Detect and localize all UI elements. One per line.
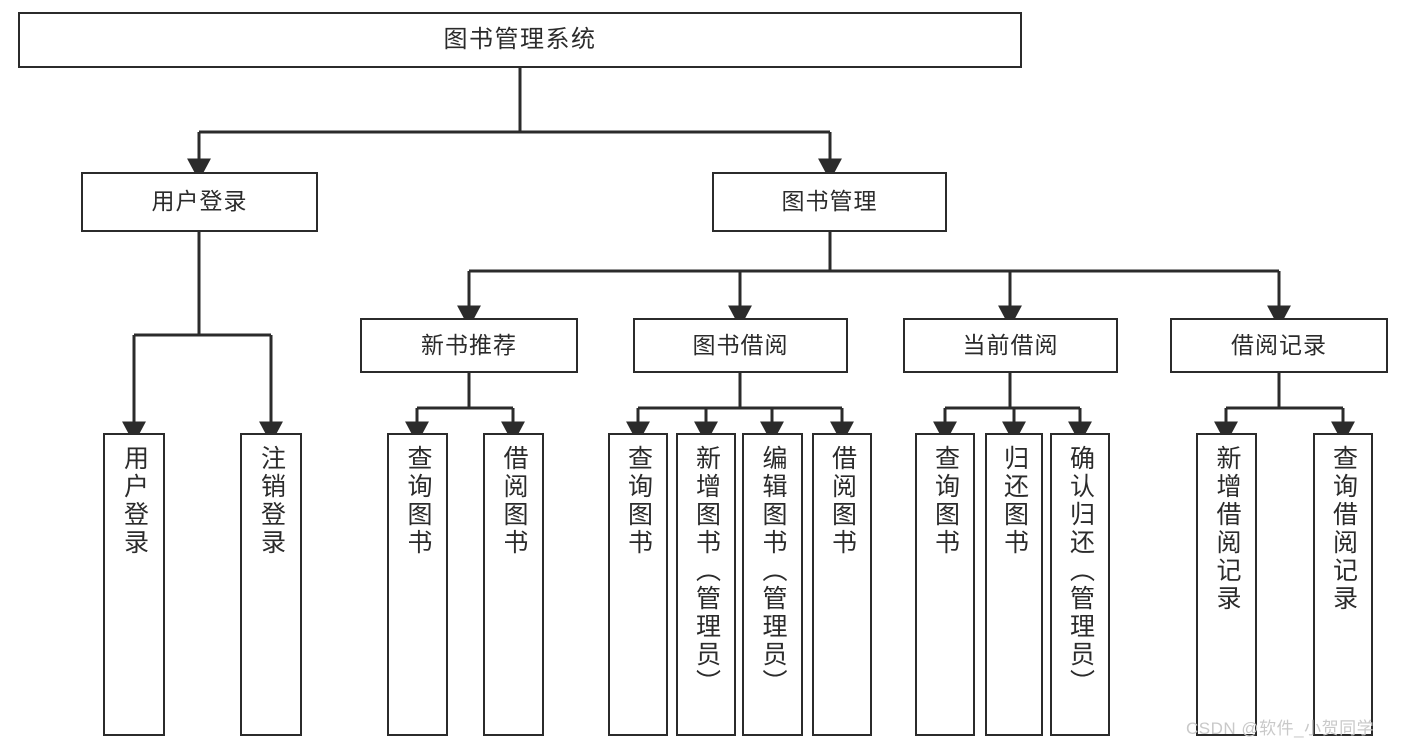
node-label: 新增图书（管理员） <box>692 445 721 697</box>
leaf-borrow-books[interactable]: 借阅图书 <box>812 433 872 736</box>
node-label: 新增借阅记录 <box>1213 445 1241 613</box>
leaf-logout[interactable]: 注销登录 <box>240 433 302 736</box>
leaf-query-borrow-record[interactable]: 查询借阅记录 <box>1313 433 1373 736</box>
node-label: 图书管理 <box>781 188 878 215</box>
node-new-book-recommendation[interactable]: 新书推荐 <box>360 318 578 373</box>
leaf-add-book-admin[interactable]: 新增图书（管理员） <box>676 433 736 736</box>
node-label: 确认归还（管理员） <box>1066 445 1095 697</box>
node-label: 借阅记录 <box>1231 331 1327 358</box>
node-label: 查询图书 <box>931 445 960 557</box>
leaf-user-login[interactable]: 用户登录 <box>103 433 165 736</box>
node-book-borrowing[interactable]: 图书借阅 <box>633 318 848 373</box>
node-label: 借阅图书 <box>828 445 857 557</box>
node-label: 新书推荐 <box>421 331 517 358</box>
leaf-query-books-recommend[interactable]: 查询图书 <box>387 433 448 736</box>
leaf-query-books-borrow[interactable]: 查询图书 <box>608 433 668 736</box>
node-label: 查询图书 <box>624 445 653 557</box>
node-root-library-management-system[interactable]: 图书管理系统 <box>18 12 1022 68</box>
leaf-query-books-current[interactable]: 查询图书 <box>915 433 975 736</box>
node-label: 查询借阅记录 <box>1329 445 1358 613</box>
leaf-add-borrow-record[interactable]: 新增借阅记录 <box>1196 433 1257 736</box>
node-label: 当前借阅 <box>962 331 1059 358</box>
node-label: 用户登录 <box>120 445 149 557</box>
leaf-borrow-books-recommend[interactable]: 借阅图书 <box>483 433 544 736</box>
node-book-management[interactable]: 图书管理 <box>712 172 947 232</box>
node-label: 编辑图书（管理员） <box>759 445 787 697</box>
node-label: 注销登录 <box>257 445 286 557</box>
node-label: 用户登录 <box>151 188 248 215</box>
leaf-confirm-return-admin[interactable]: 确认归还（管理员） <box>1050 433 1110 736</box>
node-current-borrowing[interactable]: 当前借阅 <box>903 318 1118 373</box>
node-borrowing-record[interactable]: 借阅记录 <box>1170 318 1388 373</box>
node-label: 归还图书 <box>1000 445 1029 557</box>
leaf-edit-book-admin[interactable]: 编辑图书（管理员） <box>742 433 803 736</box>
node-label: 图书借阅 <box>692 331 789 358</box>
node-label: 图书管理系统 <box>443 25 597 53</box>
leaf-return-books[interactable]: 归还图书 <box>985 433 1043 736</box>
node-label: 查询图书 <box>404 445 432 557</box>
node-label: 借阅图书 <box>500 445 528 557</box>
node-user-login[interactable]: 用户登录 <box>81 172 318 232</box>
